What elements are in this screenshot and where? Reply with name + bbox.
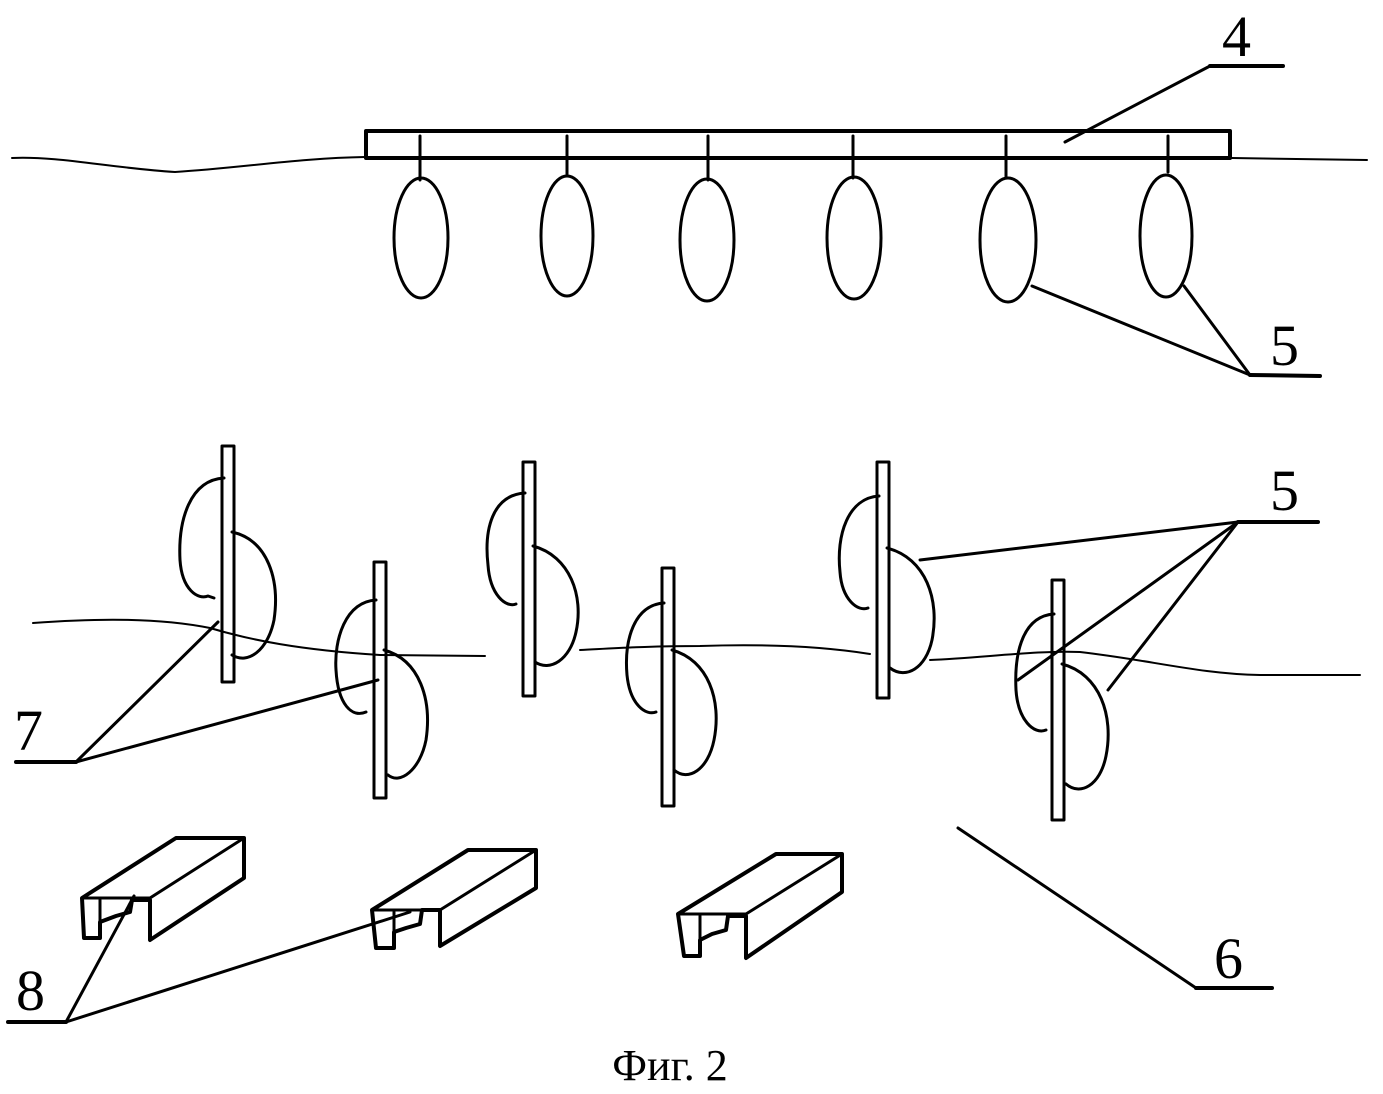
label-stands: 8 [16,958,45,1023]
leader-8-a [64,894,136,1024]
rod-2 [334,560,429,800]
rod-1 [178,444,277,684]
label-conveyor: 4 [1222,4,1251,69]
leader-5-top-a [1030,284,1252,377]
rod-6 [1014,578,1110,822]
label-rods: 7 [14,698,43,763]
leader-8-b [64,910,412,1024]
label-shoes-top: 5 [1270,313,1299,378]
top-surface-line [11,156,1368,173]
leader-4 [1063,64,1212,144]
leader-7-b [74,678,380,764]
leader-5-bottom-c [1106,520,1240,692]
label-shoes-bottom: 5 [1270,458,1299,523]
rod-4 [625,566,718,808]
leader-6 [956,826,1198,990]
leader-7-a [74,620,220,764]
stand-3 [676,852,844,960]
stand-2 [370,848,538,950]
figure-caption: Фиг. 2 [612,1041,727,1090]
label-plate: 6 [1214,926,1243,991]
stand-1 [80,836,246,942]
rod-3 [485,460,580,698]
leader-5-bottom-b [1016,520,1240,682]
hanging-shoes [392,134,1194,304]
leader-5-top-shelf [1248,373,1322,378]
leader-5-bottom-a [918,520,1240,562]
conveyor-bar [364,129,1232,160]
leader-5-top-b [1182,284,1252,377]
rod-5 [837,460,936,700]
